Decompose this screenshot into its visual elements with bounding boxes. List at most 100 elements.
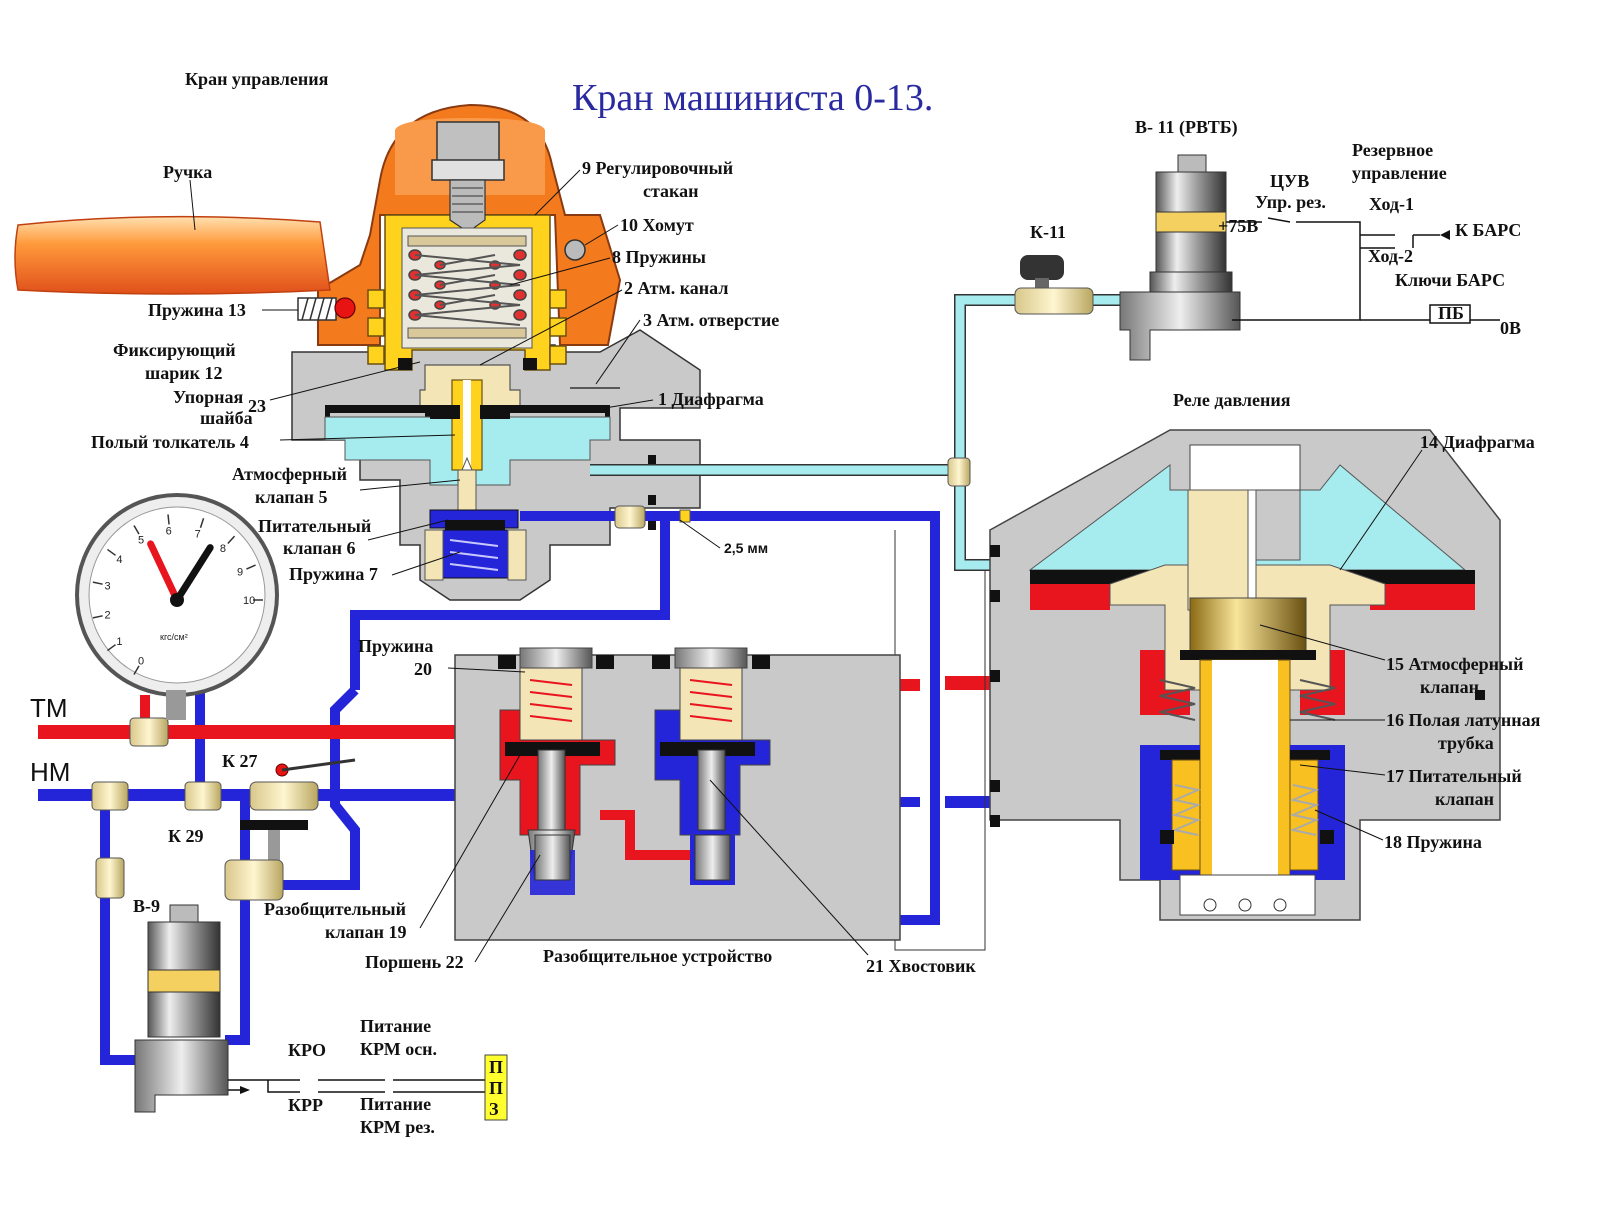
label-power1a: Питание (360, 1016, 431, 1036)
label-cuv: ЦУВ (1270, 171, 1309, 191)
labels: Кран управления Ручка 9 Регулировочный с… (30, 69, 1541, 1137)
gauge-tick-label: 10 (243, 595, 255, 607)
gauge-tick-label: 5 (138, 534, 144, 546)
label-hod2: Ход-2 (1368, 246, 1413, 266)
k29-tap (224, 820, 308, 901)
label-control-valve: Кран управления (185, 69, 329, 89)
label-kro: КРО (288, 1040, 326, 1060)
label-power2a: Питание (360, 1094, 431, 1114)
label-nm: НМ (30, 757, 70, 787)
label-hod1: Ход-1 (1369, 194, 1414, 214)
diagram-title: Кран машиниста 0-13. (572, 77, 933, 119)
label-washer-23n: 23 (248, 396, 266, 416)
label-upr-rez: Упр. рез. (1255, 192, 1326, 212)
gauge-tick-label: 3 (105, 580, 111, 592)
label-k11: К-11 (1030, 222, 1066, 242)
label-power2b: КРМ рез. (360, 1117, 435, 1137)
gauge-tick (133, 665, 140, 675)
label-v9: В-9 (133, 896, 160, 916)
pressure-gauge: 0 1 2 3 4 5 6 7 89 10 кгс/см² (75, 493, 279, 720)
label-atm-valve-15b: клапан (1420, 677, 1479, 697)
label-k-bars: К БАРС (1455, 220, 1521, 240)
label-shank-21: 21 Хвостовик (866, 956, 976, 976)
label-1: 1 Диафрагма (658, 389, 764, 409)
gauge-tick-label: 8 (220, 543, 226, 555)
label-k27: К 27 (222, 751, 258, 771)
electrical-wiring (228, 217, 1500, 1093)
v11-valve (1119, 154, 1241, 361)
gauge-tick-label: 4 (116, 554, 122, 566)
label-ball-12a: Фиксирующий (113, 340, 236, 360)
label-pb: ПБ (1438, 303, 1464, 323)
gauge-tick-label: 9 (237, 567, 243, 579)
gauge-tick (246, 564, 256, 570)
gauge-unit: кгс/см² (160, 632, 188, 642)
gauge-tick-label: 7 (195, 528, 201, 540)
label-spring-13: Пружина 13 (148, 300, 246, 320)
label-feed-valve-6b: клапан 6 (283, 538, 355, 558)
v9-valve (134, 904, 229, 1113)
label-spring-18: 18 Пружина (1384, 832, 1482, 852)
label-10: 10 Хомут (620, 215, 694, 235)
k11-tap (1014, 255, 1094, 315)
label-9a: 9 Регулировочный (582, 158, 733, 178)
ppz-block (484, 1054, 508, 1121)
label-3: 3 Атм. отверстие (643, 310, 779, 330)
label-pusher-4: Полый толкатель 4 (91, 432, 249, 452)
label-0v: 0В (1500, 318, 1521, 338)
gauge-tick-label: 1 (116, 636, 122, 648)
label-power1b: КРМ осн. (360, 1039, 437, 1059)
label-v11: В- 11 (РВТБ) (1135, 117, 1238, 138)
label-valve-19b: клапан 19 (325, 922, 406, 942)
leader-lines (189, 169, 1423, 963)
label-atm-valve-5b: клапан 5 (255, 487, 327, 507)
gauge-tick (133, 525, 140, 535)
label-krr: КРР (288, 1095, 323, 1115)
label-washer-23b: шайба (200, 408, 253, 428)
label-75v: +75В (1218, 216, 1258, 236)
label-ball-12b: шарик 12 (145, 363, 222, 383)
label-2-5mm: 2,5 мм (724, 540, 768, 556)
label-reserve-a: Резервное (1352, 140, 1433, 160)
label-atm-valve-15a: 15 Атмосферный (1386, 654, 1523, 674)
label-tm: ТМ (30, 693, 68, 723)
label-feed-17b: клапан (1435, 789, 1494, 809)
label-keys-bars: Ключи БАРС (1395, 270, 1505, 290)
label-separation-device: Разобщительное устройство (543, 946, 772, 966)
label-tube-16a: 16 Полая латунная (1386, 710, 1541, 730)
label-feed-17a: 17 Питательный (1386, 766, 1522, 786)
pressure-relay (989, 429, 1501, 921)
k27-tap (249, 758, 356, 811)
label-spring-20a: Пружина (358, 636, 433, 656)
label-ppz-3: З (489, 1099, 499, 1119)
gauge-tick (92, 581, 103, 585)
label-feed-valve-6a: Питательный (258, 516, 371, 536)
gauge-needle-red (147, 540, 181, 604)
handle (14, 215, 331, 295)
label-atm-valve-5a: Атмосферный (232, 464, 347, 484)
gauge-tick (167, 514, 170, 525)
label-spring-7: Пружина 7 (289, 564, 378, 584)
gauge-tick-label: 2 (105, 610, 111, 622)
gauge-tick-label: 6 (166, 525, 172, 537)
label-spring-20b: 20 (414, 659, 432, 679)
gauge-tick (92, 615, 103, 619)
gauge-tick (106, 548, 116, 556)
label-relay: Реле давления (1173, 390, 1291, 410)
gauge-needle-black (173, 544, 214, 604)
gauge-tick (199, 517, 205, 528)
label-handle: Ручка (163, 162, 212, 182)
label-diaphragm-14: 14 Диафрагма (1420, 432, 1535, 452)
label-tube-16b: трубка (1438, 733, 1494, 753)
pipe-fittings (91, 457, 971, 899)
label-ppz-1: П (489, 1057, 503, 1077)
label-8: 8 Пружины (612, 247, 706, 267)
control-valve (291, 103, 701, 601)
gauge-tick-label: 0 (138, 656, 144, 668)
label-9b: стакан (643, 181, 699, 201)
label-k29: К 29 (168, 826, 204, 846)
gauge-tick (106, 644, 116, 652)
label-2: 2 Атм. канал (624, 278, 728, 298)
